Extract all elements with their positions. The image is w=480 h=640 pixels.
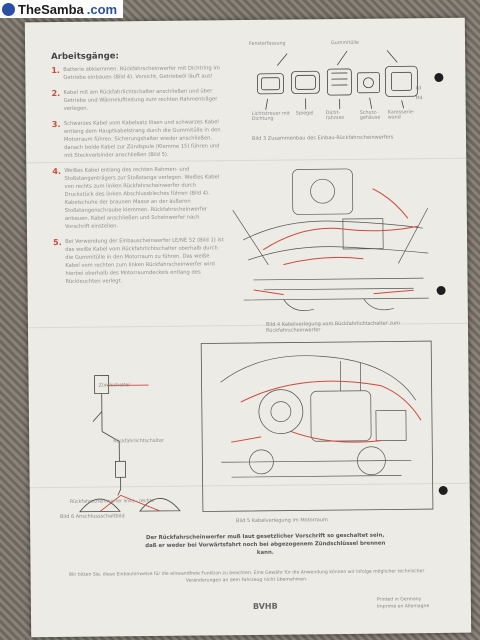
step-3: 3.Schwarzes Kabel vom Kabelsatz lösen un…	[51, 119, 221, 159]
warning-notice: Der Rückfahrscheinwerfer muß laut gesetz…	[145, 532, 386, 556]
punch-hole	[438, 485, 448, 496]
figure-4-cable-routing-drawing	[232, 168, 429, 312]
step-4: 4.Weißes Kabel entlang des rechten Rahme…	[52, 166, 220, 230]
figure-3-parts-drawing	[256, 50, 418, 110]
sheet-heading: Arbeitsgänge:	[51, 51, 119, 63]
vw-logo-icon	[2, 2, 15, 16]
site-watermark: TheSamba.com	[0, 0, 124, 18]
step-2: 2.Kabel mit am Rückfahrlichtschalter ans…	[51, 88, 218, 112]
step-list: 1.Batterie abklemmen. Rückfahrscheinwerf…	[51, 64, 225, 293]
step-1: 1.Batterie abklemmen. Rückfahrscheinwerf…	[51, 65, 220, 81]
figure-5-engine-compartment-drawing	[200, 340, 434, 512]
publisher-mark: BVHB	[252, 601, 278, 611]
footer-disclaimer: Wir bitten Sie, diese Einbauhinweise für…	[68, 569, 425, 584]
instruction-sheet: Arbeitsgänge: 1.Batterie abklemmen. Rück…	[24, 17, 472, 638]
step-5: 5.Bei Verwendung der Einbauscheinwerfer …	[53, 237, 224, 285]
figure-6-wiring-diagram	[79, 375, 181, 513]
print-info: Printed in Germany Imprimé en Allemagne	[376, 597, 430, 610]
